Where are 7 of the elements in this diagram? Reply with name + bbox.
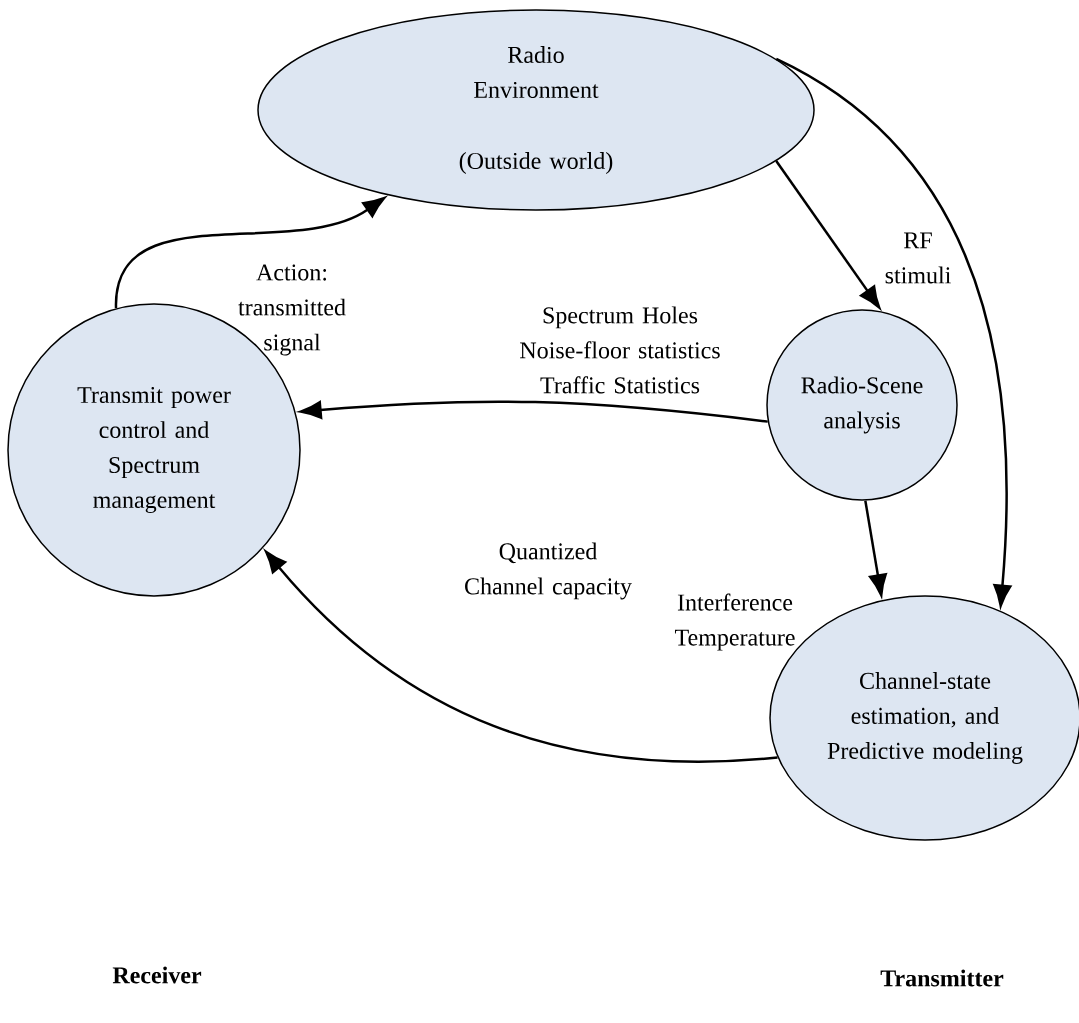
arrow [265, 550, 778, 763]
side-label: Receiver [112, 966, 202, 984]
arrow [114, 197, 386, 309]
edge-label: Spectrum Holes Noise-floor statistics Traffic Statistics [520, 306, 720, 394]
edge-label: Quantized Channel capacity [465, 542, 632, 600]
arrow [299, 400, 768, 423]
side-label: Transmitter [880, 969, 1004, 987]
